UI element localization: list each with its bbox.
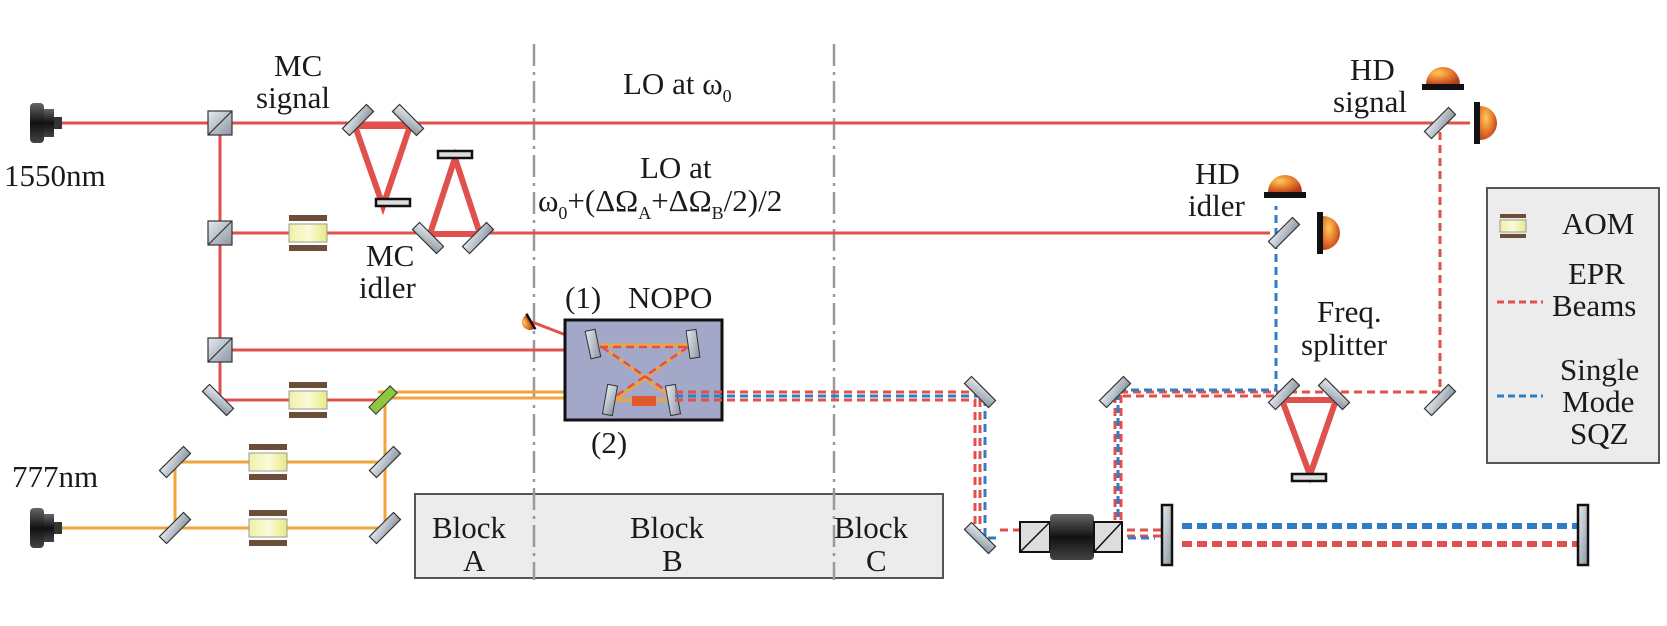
label-hd-idler-line1: HD — [1195, 156, 1240, 191]
label-hd-idler-line2: idler — [1188, 188, 1245, 223]
label-block-c-line2: C — [866, 543, 887, 578]
hd-signal-detectors — [1422, 67, 1497, 144]
label-hd-signal-line1: HD — [1350, 52, 1395, 87]
label-777nm: 777nm — [12, 459, 98, 494]
mc-idler-cavity — [425, 148, 485, 237]
label-block-a-line2: A — [463, 543, 486, 578]
dichroic-mirror — [368, 385, 398, 415]
label-mc-signal-line1: MC — [274, 48, 322, 83]
label-block-c-line1: Block — [834, 510, 909, 545]
label-lo-mid-line2: ω0+(ΔΩA+ΔΩB/2)/2 — [538, 183, 782, 223]
label-freq-splitter-line1: Freq. — [1317, 294, 1382, 329]
block-region — [414, 493, 944, 579]
nopo-internal-ir — [600, 345, 690, 400]
legend-sqz-line3: SQZ — [1570, 416, 1629, 451]
label-mc-idler-line2: idler — [359, 270, 416, 305]
legend-sqz-line1: Single — [1560, 352, 1639, 387]
aom-idler-icon — [288, 214, 328, 252]
laser-777-icon — [30, 508, 62, 548]
legend-epr-line2: Beams — [1552, 288, 1636, 323]
beam-1550-paths — [55, 121, 1470, 402]
sqz-beams — [675, 206, 1278, 540]
beam-splitter-1 — [207, 110, 233, 136]
mirrors — [158, 103, 1457, 555]
freq-splitter-cavity — [1277, 397, 1341, 484]
label-lo-top: LO at ω0 — [623, 66, 732, 106]
label-1550nm: 1550nm — [4, 158, 106, 193]
beam-splitter-2 — [207, 220, 233, 246]
label-nopo: NOPO — [628, 280, 712, 315]
nopo-crystal — [632, 396, 656, 406]
label-block-a-line1: Block — [432, 510, 507, 545]
label-mc-signal-line2: signal — [256, 80, 330, 115]
nopo-mirrors — [584, 328, 701, 417]
label-hd-signal-line2: signal — [1333, 84, 1407, 119]
optical-isolator — [1019, 514, 1123, 560]
label-freq-splitter-line2: splitter — [1301, 327, 1388, 362]
legend-sqz-line2: Mode — [1562, 384, 1634, 419]
label-block-b-line1: Block — [630, 510, 705, 545]
label-nopo-port-2: (2) — [591, 425, 627, 460]
legend-aom-symbol — [1499, 214, 1527, 238]
legend-box — [1486, 187, 1660, 464]
hd-idler-detectors — [1264, 175, 1340, 254]
label-block-b-line2: B — [662, 543, 683, 578]
beam-splitter-3 — [207, 337, 233, 363]
mc-signal-cavity — [350, 123, 415, 216]
aom-777-lower-icon — [248, 509, 288, 547]
laser-1550-icon — [30, 103, 62, 143]
aom-pump-icon — [288, 381, 328, 419]
aom-777-upper-icon — [248, 443, 288, 481]
legend-epr-line1: EPR — [1568, 256, 1625, 291]
legend-aom-label: AOM — [1562, 206, 1634, 241]
label-nopo-port-1: (1) — [565, 280, 601, 315]
label-mc-idler-line1: MC — [366, 238, 414, 273]
label-lo-mid-line1: LO at — [640, 150, 712, 185]
cavity-end-mirrors — [374, 149, 1590, 567]
nopo-monitor-detector — [522, 313, 537, 330]
